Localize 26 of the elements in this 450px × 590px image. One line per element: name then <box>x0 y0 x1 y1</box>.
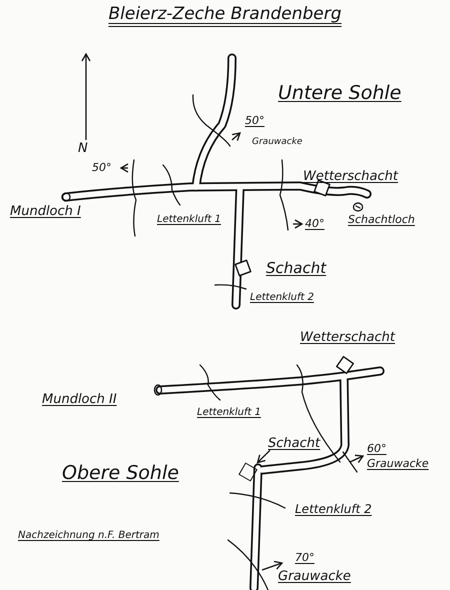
leader-arrow <box>256 450 270 464</box>
fault-label: Lettenkluft 1 <box>197 407 261 418</box>
dip-angle: 60° <box>367 443 386 456</box>
shaft-label: Wetterschacht <box>303 170 398 184</box>
shaft-label: Schachtloch <box>348 214 415 226</box>
rock-label: Grauwacke <box>367 458 429 470</box>
shaft-label: Schacht <box>268 437 320 452</box>
dip-angle: 70° <box>295 552 314 564</box>
adit-label: Mundloch I <box>10 205 81 220</box>
fault-label: Lettenkluft 2 <box>250 292 314 303</box>
shaft-symbol <box>238 462 258 482</box>
level-heading: Untere Sohle <box>278 83 402 104</box>
rock-label: Grauwacke <box>278 570 351 584</box>
shaft-label: Wetterschacht <box>300 331 395 346</box>
author-note: Nachzeichnung n.F. Bertram <box>18 530 160 541</box>
dip-angle: 50° <box>245 115 264 128</box>
level-heading: Obere Sohle <box>62 463 179 484</box>
adit-label: Mundloch II <box>42 393 117 408</box>
rock-label: Grauwacke <box>252 138 302 148</box>
dip-angle: 50° <box>92 162 112 174</box>
fault-label: Lettenkluft 2 <box>295 503 372 516</box>
north-label: N <box>78 142 88 156</box>
dip-angle: 40° <box>305 218 324 230</box>
map-title: Bleierz-Zeche Brandenberg <box>107 4 343 24</box>
shaft-label: Schacht <box>266 260 326 276</box>
fault-label: Lettenkluft 1 <box>157 214 221 225</box>
